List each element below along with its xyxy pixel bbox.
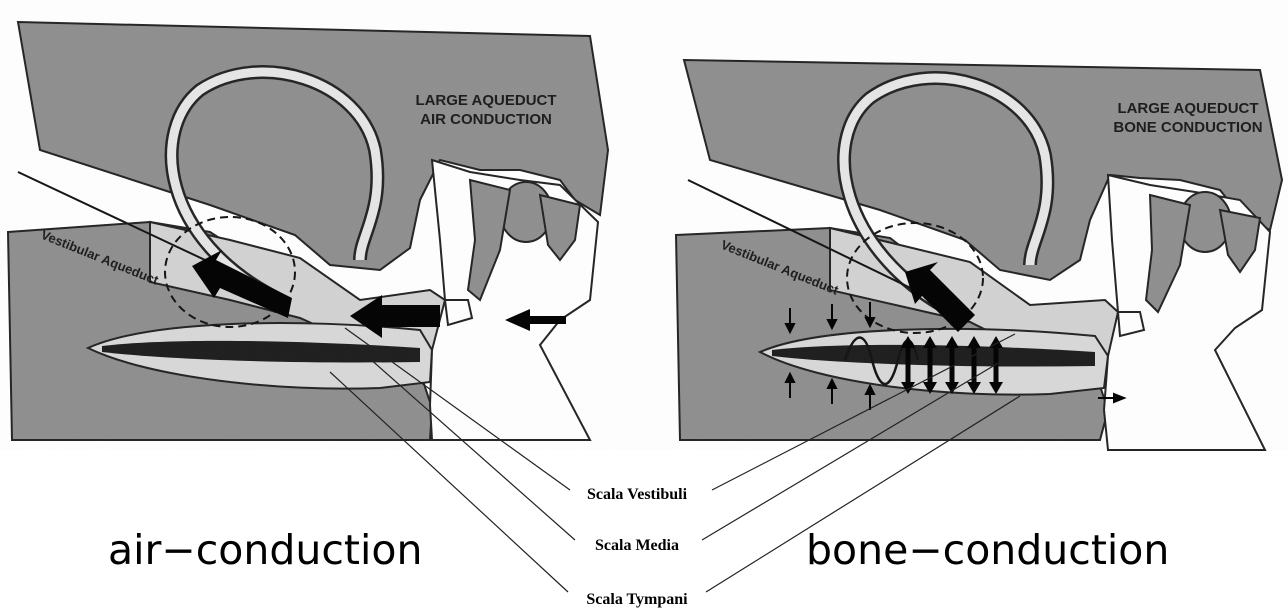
label-scala-vestibuli: Scala Vestibuli	[587, 486, 688, 503]
caption-bone-conduction: bone−conduction	[806, 526, 1169, 574]
label-scala-media: Scala Media	[595, 537, 679, 554]
label-scala-tympani: Scala Tympani	[586, 591, 688, 608]
caption-air-conduction: air−conduction	[108, 526, 422, 574]
